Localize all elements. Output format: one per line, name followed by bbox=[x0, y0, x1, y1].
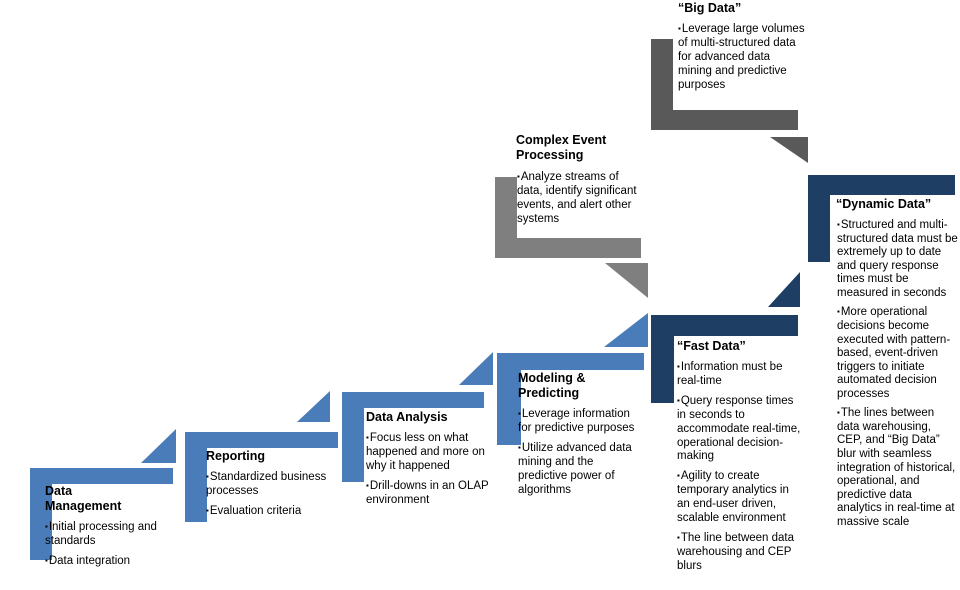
bullet-item: ▪Agility to create temporary analytics i… bbox=[677, 470, 801, 526]
square-bullet-icon: ▪ bbox=[677, 395, 680, 405]
modeling-predicting-text-block: Modeling & Predicting ▪Leverage informat… bbox=[518, 371, 640, 503]
reporting-text-block: Reporting ▪Standardized business process… bbox=[206, 449, 337, 525]
square-bullet-icon: ▪ bbox=[677, 532, 680, 542]
modeling-predicting-step-top-bar bbox=[497, 353, 644, 370]
dynamic-data-title-block: “Dynamic Data” bbox=[836, 197, 960, 219]
bullet-item: ▪More operational decisions become execu… bbox=[837, 306, 958, 401]
bullet-text: Leverage information for predictive purp… bbox=[518, 408, 635, 434]
reporting-title: Reporting bbox=[206, 449, 266, 463]
dynamic-data-left-bar bbox=[808, 175, 830, 262]
data-management-text-block: Data Management ▪Initial processing and … bbox=[45, 484, 173, 575]
big-data-bottom-bar bbox=[651, 110, 798, 130]
data-management-step-top-bar bbox=[30, 468, 173, 484]
bullet-item: ▪Structured and multi-structured data mu… bbox=[837, 219, 958, 300]
bullet-text: The line between data warehousing and CE… bbox=[677, 531, 795, 572]
bullet-item: ▪Focus less on what happened and more on… bbox=[366, 432, 492, 474]
ascend-arrow-icon bbox=[768, 272, 800, 307]
square-bullet-icon: ▪ bbox=[678, 24, 681, 33]
data-management-step-left-bar bbox=[30, 468, 52, 560]
cep-title-block: Complex Event Processing bbox=[516, 133, 634, 170]
fast-data-text-block: “Fast Data” ▪Information must be real-ti… bbox=[677, 339, 801, 580]
bullet-item: ▪Analyze streams of data, identify signi… bbox=[517, 171, 641, 227]
bullet-item: ▪Standardized business processes bbox=[206, 471, 337, 499]
dynamic-data-title: “Dynamic Data” bbox=[836, 197, 932, 211]
square-bullet-icon: ▪ bbox=[366, 480, 369, 490]
bullet-item: ▪Drill-downs in an OLAP environment bbox=[366, 480, 492, 508]
bullet-text: Information must be real-time bbox=[677, 361, 783, 387]
fast-data-step-left-bar bbox=[651, 315, 674, 403]
square-bullet-icon: ▪ bbox=[837, 307, 840, 317]
reporting-step-left-bar bbox=[185, 432, 207, 522]
big-data-text-block: ▪Leverage large volumes of multi-structu… bbox=[678, 23, 805, 99]
cep-left-bar bbox=[495, 177, 517, 258]
bullet-item: ▪Initial processing and standards bbox=[45, 521, 173, 549]
fast-data-title: “Fast Data” bbox=[677, 339, 746, 353]
big-data-title-block: “Big Data” bbox=[678, 1, 808, 23]
square-bullet-icon: ▪ bbox=[517, 172, 520, 181]
bullet-text: Utilize advanced data mining and the pre… bbox=[518, 441, 632, 496]
bullet-text: More operational decisions become execut… bbox=[837, 306, 951, 400]
dynamic-data-top-bar bbox=[808, 175, 955, 195]
bullet-text: Analyze streams of data, identify signif… bbox=[517, 171, 637, 225]
modeling-predicting-step-left-bar bbox=[497, 353, 521, 445]
big-data-left-bar bbox=[651, 39, 673, 130]
ascend-arrow-icon bbox=[604, 313, 648, 347]
bullet-text: Focus less on what happened and more on … bbox=[366, 432, 485, 472]
square-bullet-icon: ▪ bbox=[518, 409, 521, 418]
square-bullet-icon: ▪ bbox=[518, 442, 521, 452]
descend-arrow-icon bbox=[605, 263, 648, 298]
square-bullet-icon: ▪ bbox=[206, 472, 209, 481]
bullet-item: ▪The lines between data warehousing, CEP… bbox=[837, 407, 958, 529]
square-bullet-icon: ▪ bbox=[677, 362, 680, 371]
cep-bottom-bar bbox=[495, 238, 641, 258]
cep-title: Complex Event Processing bbox=[516, 133, 607, 162]
modeling-predicting-title: Modeling & Predicting bbox=[518, 371, 586, 400]
dynamic-data-text-block: ▪Structured and multi-structured data mu… bbox=[837, 219, 958, 535]
bullet-text: The lines between data warehousing, CEP,… bbox=[837, 407, 956, 528]
cep-text-block: ▪Analyze streams of data, identify signi… bbox=[517, 171, 641, 233]
data-analysis-text-block: Data Analysis ▪Focus less on what happen… bbox=[366, 410, 492, 514]
bullet-text: Evaluation criteria bbox=[209, 504, 302, 517]
bullet-text: Structured and multi-structured data mus… bbox=[837, 219, 958, 299]
bullet-item: ▪Query response times in seconds to acco… bbox=[677, 395, 801, 465]
bullet-item: ▪Data integration bbox=[45, 555, 173, 569]
bullet-text: Drill-downs in an OLAP environment bbox=[366, 479, 489, 506]
data-analysis-step-top-bar bbox=[342, 392, 484, 408]
bullet-text: Query response times in seconds to accom… bbox=[677, 394, 801, 463]
fast-data-step-top-bar bbox=[651, 315, 798, 336]
bullet-item: ▪Leverage large volumes of multi-structu… bbox=[678, 23, 805, 93]
square-bullet-icon: ▪ bbox=[837, 408, 840, 418]
bullet-item: ▪Leverage information for predictive pur… bbox=[518, 408, 640, 436]
square-bullet-icon: ▪ bbox=[837, 220, 840, 229]
square-bullet-icon: ▪ bbox=[677, 471, 680, 481]
square-bullet-icon: ▪ bbox=[206, 505, 209, 515]
bullet-item: ▪Information must be real-time bbox=[677, 361, 801, 389]
bullet-text: Initial processing and standards bbox=[45, 521, 157, 547]
square-bullet-icon: ▪ bbox=[45, 555, 48, 565]
square-bullet-icon: ▪ bbox=[366, 433, 369, 442]
bullet-item: ▪The line between data warehousing and C… bbox=[677, 532, 801, 574]
bullet-item: ▪Evaluation criteria bbox=[206, 505, 337, 519]
ascend-arrow-icon bbox=[297, 391, 330, 422]
square-bullet-icon: ▪ bbox=[45, 522, 48, 531]
bullet-text: Standardized business processes bbox=[206, 471, 327, 497]
bullet-text: Data integration bbox=[48, 554, 131, 567]
bullet-item: ▪Utilize advanced data mining and the pr… bbox=[518, 442, 640, 498]
ascend-arrow-icon bbox=[459, 352, 493, 385]
big-data-title: “Big Data” bbox=[678, 1, 742, 15]
data-analysis-step-left-bar bbox=[342, 392, 364, 482]
data-analysis-title: Data Analysis bbox=[366, 410, 448, 424]
descend-arrow-icon bbox=[770, 137, 808, 163]
bullet-text: Agility to create temporary analytics in… bbox=[677, 470, 789, 525]
reporting-step-top-bar bbox=[185, 432, 338, 448]
data-management-title: Data Management bbox=[45, 484, 122, 513]
ascend-arrow-icon bbox=[141, 429, 176, 463]
bullet-text: Leverage large volumes of multi-structur… bbox=[678, 23, 805, 91]
